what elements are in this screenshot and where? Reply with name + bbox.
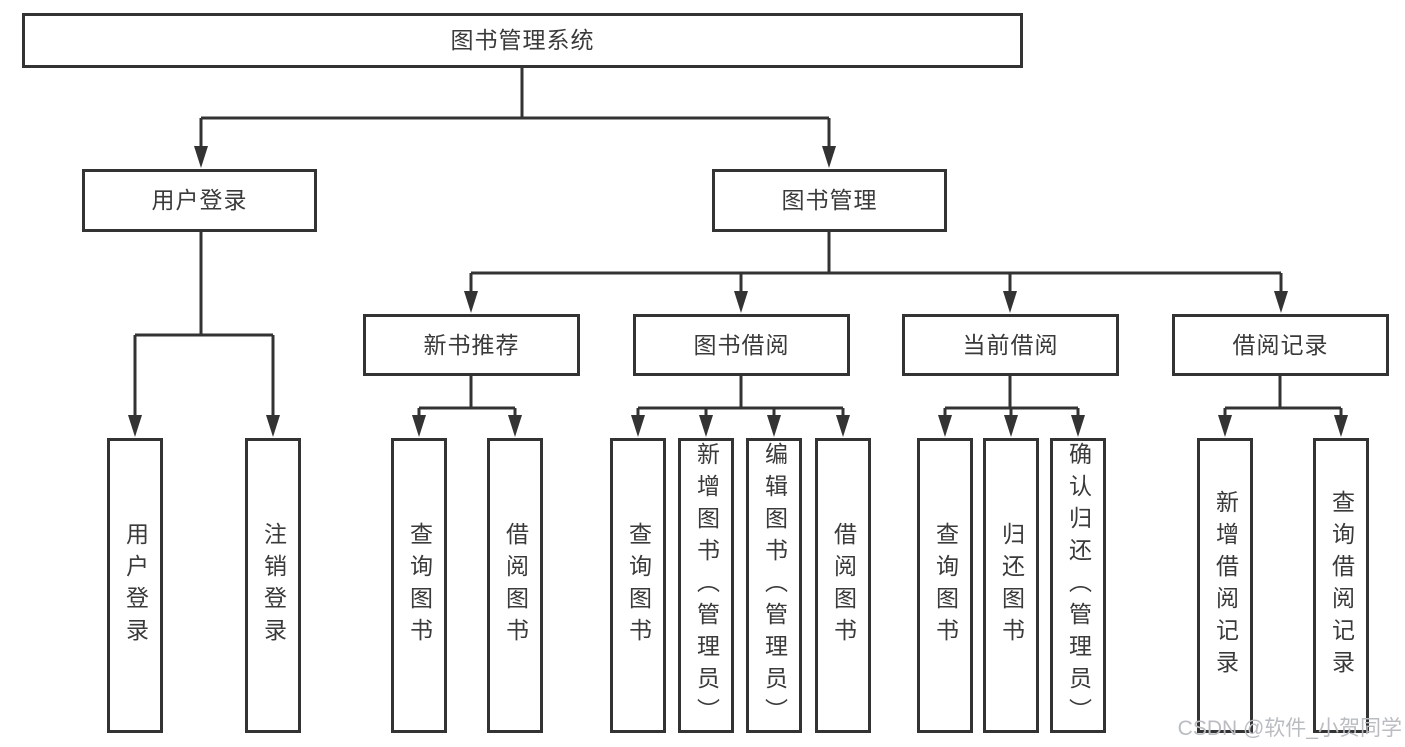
arrowhead	[266, 415, 280, 437]
leaf-label: 归还图书	[998, 521, 1025, 650]
arrowhead	[767, 415, 781, 437]
leaf-label: 新增图书（管理员）	[693, 441, 720, 730]
connector-current-leaves	[943, 376, 1080, 417]
leaf-label: 查询图书	[406, 521, 433, 650]
leaf-label: 查询图书	[625, 521, 652, 650]
leaf-edit-book-admin: 编辑图书（管理员）	[746, 438, 802, 733]
node-root-system: 图书管理系统	[22, 13, 1023, 68]
leaf-query-book: 查询图书	[391, 438, 447, 733]
node-book-borrow: 图书借阅	[633, 314, 850, 376]
arrowhead	[836, 415, 850, 437]
leaf-query-book: 查询图书	[917, 438, 973, 733]
leaf-query-borrow-record: 查询借阅记录	[1313, 438, 1369, 733]
arrowhead	[194, 146, 208, 168]
leaf-borrow-book: 借阅图书	[815, 438, 871, 733]
arrowhead	[1004, 415, 1018, 437]
leaf-label: 用户登录	[122, 521, 149, 650]
leaf-user-login: 用户登录	[107, 438, 163, 733]
leaf-logout: 注销登录	[245, 438, 301, 733]
arrowhead	[464, 291, 478, 313]
arrowhead	[1003, 291, 1017, 313]
connector-borrow-leaves	[636, 376, 845, 417]
arrowhead	[128, 415, 142, 437]
connector-bookmgmt-level3	[469, 232, 1283, 292]
leaf-label: 注销登录	[260, 521, 287, 650]
arrowhead	[734, 291, 748, 313]
leaf-return-book: 归还图书	[983, 438, 1039, 733]
leaf-label: 查询图书	[932, 521, 959, 650]
node-borrow-records: 借阅记录	[1172, 314, 1389, 376]
arrowhead	[1334, 415, 1348, 437]
leaf-label: 确认归还（管理员）	[1065, 441, 1092, 730]
node-current-borrow: 当前借阅	[902, 314, 1119, 376]
arrowhead	[1071, 415, 1085, 437]
leaf-label: 新增借阅记录	[1212, 489, 1239, 682]
connector-root-level2	[199, 68, 831, 147]
connector-records-leaves	[1223, 376, 1343, 417]
leaf-label: 借阅图书	[502, 521, 529, 650]
leaf-add-borrow-record: 新增借阅记录	[1197, 438, 1253, 733]
leaf-borrow-book: 借阅图书	[487, 438, 543, 733]
connector-userlogin-leaves	[133, 232, 275, 417]
connector-newbook-leaves	[417, 376, 517, 417]
leaf-label: 查询借阅记录	[1328, 489, 1355, 682]
arrowhead	[822, 146, 836, 168]
leaf-confirm-return-admin: 确认归还（管理员）	[1050, 438, 1106, 733]
arrowhead	[1274, 291, 1288, 313]
node-user-login: 用户登录	[82, 169, 317, 232]
leaf-label: 编辑图书（管理员）	[761, 441, 788, 730]
node-book-management: 图书管理	[712, 169, 947, 232]
leaf-add-book-admin: 新增图书（管理员）	[678, 438, 734, 733]
leaf-query-book: 查询图书	[610, 438, 666, 733]
arrowhead	[938, 415, 952, 437]
arrowhead	[508, 415, 522, 437]
arrowhead	[412, 415, 426, 437]
arrowhead	[631, 415, 645, 437]
arrowhead	[1218, 415, 1232, 437]
arrowhead	[699, 415, 713, 437]
leaf-label: 借阅图书	[830, 521, 857, 650]
node-new-book-recommend: 新书推荐	[363, 314, 580, 376]
csdn-watermark: CSDN @软件_小贺同学	[1177, 717, 1402, 740]
